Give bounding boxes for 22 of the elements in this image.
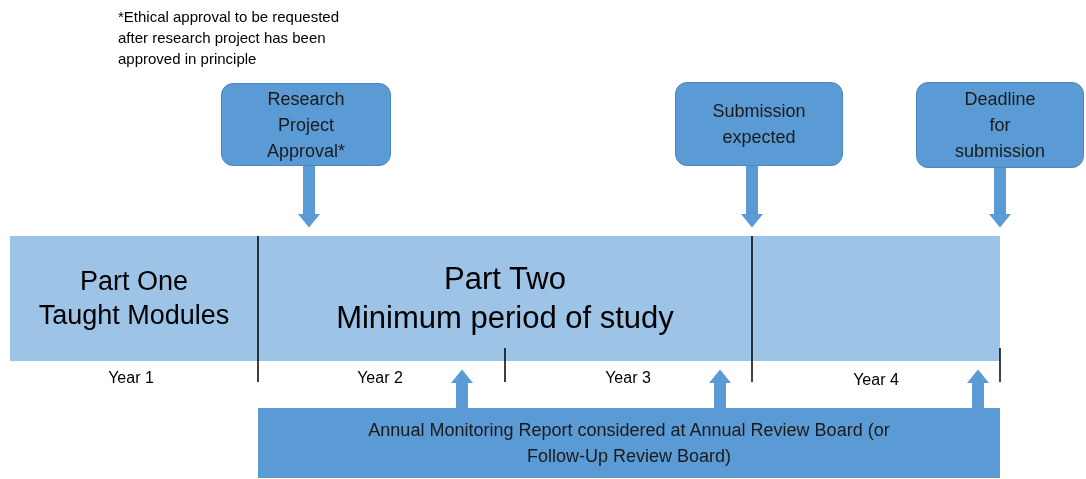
block-arrow — [967, 369, 989, 408]
block-arrow — [741, 166, 763, 228]
milestone-box: Research Project Approval* — [221, 83, 391, 166]
year-label: Year 4 — [852, 370, 900, 390]
phase-title: Part One — [79, 264, 189, 298]
phase-subtitle: Taught Modules — [38, 298, 230, 332]
phase-title: Part Two — [444, 259, 566, 298]
review-bar: Annual Monitoring Report considered at Annual Review Board (or Follow-Up Review Board) — [258, 408, 1000, 478]
milestone-box: Submission expected — [675, 82, 843, 166]
band-segment — [752, 236, 1000, 361]
year-label: Year 2 — [356, 368, 404, 388]
milestone-box: Deadline for submission — [916, 82, 1084, 168]
block-arrow — [451, 369, 473, 408]
phase-band — [258, 236, 752, 361]
block-arrow — [989, 168, 1011, 228]
phase-band — [10, 236, 258, 361]
phase-subtitle: Minimum period of study — [336, 298, 674, 337]
year-label: Year 3 — [604, 368, 652, 388]
block-arrow — [298, 166, 320, 228]
year-label: Year 1 — [107, 368, 155, 388]
block-arrow — [709, 369, 731, 408]
footnote: *Ethical approval to be requested after research project has been approved in principle — [118, 7, 340, 69]
